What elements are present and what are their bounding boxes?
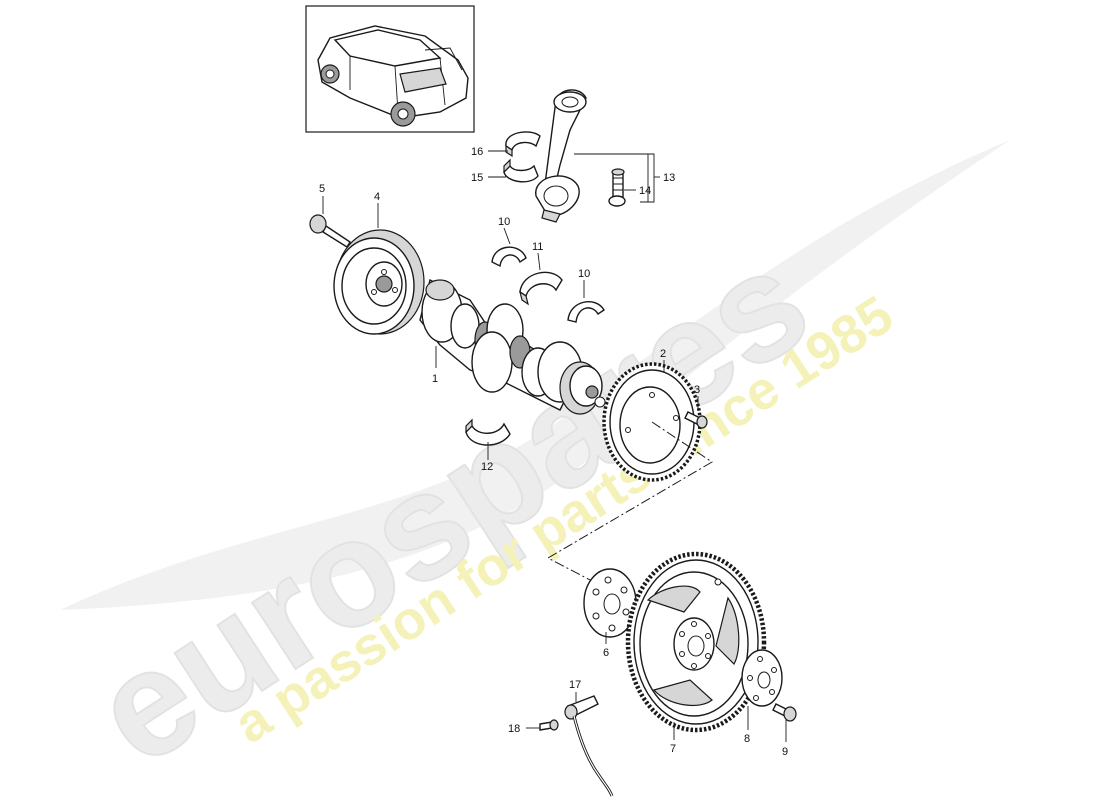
callout-15: 15 xyxy=(471,172,483,184)
callout-2: 2 xyxy=(660,348,666,360)
con-rod-bearing-upper xyxy=(505,131,541,158)
callout-13: 13 xyxy=(663,172,675,184)
reinforcement-plate xyxy=(741,649,783,707)
thrust-washer-left xyxy=(491,246,527,268)
callout-7: 7 xyxy=(670,743,676,755)
callout-11: 11 xyxy=(532,241,543,253)
callout-12: 12 xyxy=(481,461,493,473)
callouts: 5 4 1 2 3 10 11 10 12 16 15 14 13 6 7 8 … xyxy=(319,146,788,758)
vehicle-thumbnail xyxy=(305,5,475,133)
connecting-rod-assembly xyxy=(503,89,626,223)
main-bearing-shell xyxy=(519,271,563,306)
callout-6: 6 xyxy=(603,647,609,659)
callout-5: 5 xyxy=(319,183,325,195)
callout-1: 1 xyxy=(432,373,438,385)
con-rod-bolt xyxy=(608,168,626,207)
callout-16: 16 xyxy=(471,146,483,158)
callout-18: 18 xyxy=(508,723,520,735)
sensor-screw xyxy=(539,719,559,731)
callout-3: 3 xyxy=(694,384,700,396)
watermark: eurospares a passion for parts since 198… xyxy=(60,140,1010,798)
callout-8: 8 xyxy=(744,733,750,745)
intermediate-plate xyxy=(583,568,637,638)
flywheel xyxy=(625,551,767,733)
watermark-swoosh xyxy=(60,140,1010,610)
sensor-wheel-bolt xyxy=(684,411,708,429)
con-rod-bearing-lower xyxy=(503,158,539,183)
callout-14: 14 xyxy=(639,185,651,197)
callout-9: 9 xyxy=(782,746,788,758)
connecting-rod xyxy=(535,89,587,223)
flywheel-bolt xyxy=(772,703,797,722)
thrust-washer-right xyxy=(567,301,605,323)
main-bearing-lower xyxy=(465,418,511,446)
callout-10-right: 10 xyxy=(578,268,590,280)
suv-icon xyxy=(317,25,469,127)
crankshaft xyxy=(419,278,606,415)
callout-4: 4 xyxy=(374,191,380,203)
callout-10-left: 10 xyxy=(498,216,510,228)
speed-sensor xyxy=(564,695,614,797)
callout-17: 17 xyxy=(569,679,581,691)
damper-bolt xyxy=(309,214,351,248)
vibration-damper xyxy=(333,229,425,335)
leader-lines xyxy=(322,150,787,742)
